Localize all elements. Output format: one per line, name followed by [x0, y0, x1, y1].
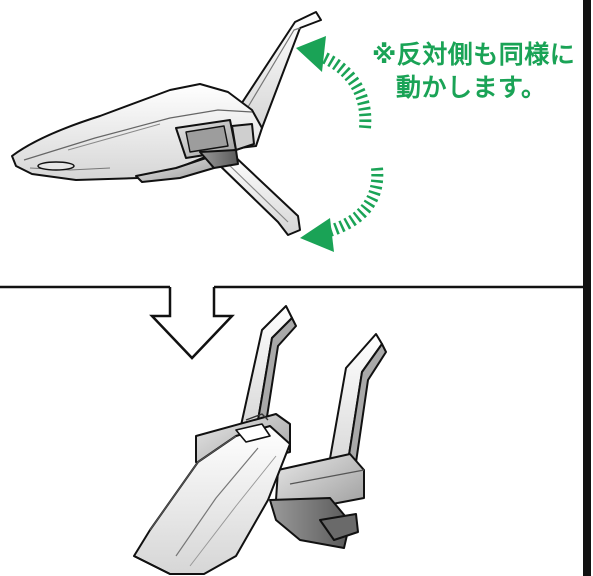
- note-line-2: 動かします。: [396, 73, 547, 102]
- rotation-arrow-upper-icon: [296, 36, 372, 129]
- part-folded-view: [133, 305, 387, 575]
- part-side-view: [11, 11, 322, 236]
- rotation-arrow-lower-icon: [300, 167, 384, 252]
- note-line-1: ※反対側も同様に: [372, 40, 576, 69]
- step-down-arrow-icon: [149, 287, 235, 360]
- instruction-note: ※反対側も同様に 動かします。: [372, 38, 584, 104]
